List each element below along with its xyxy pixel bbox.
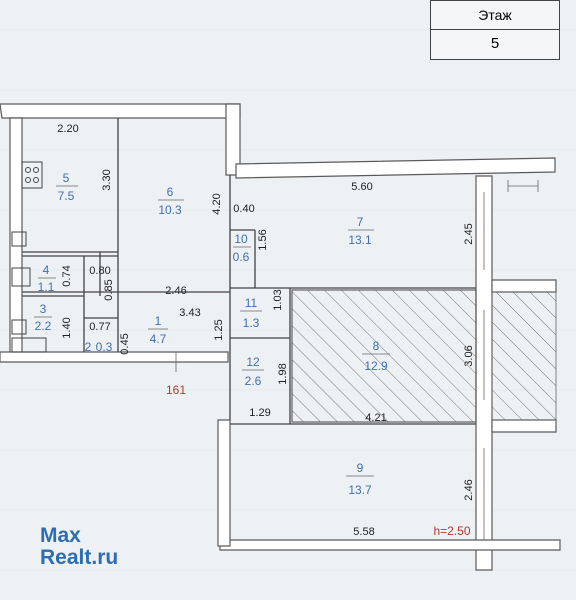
room-9-area: 13.7	[348, 483, 372, 497]
dim-0-85: 0.85	[103, 279, 115, 300]
room-12-area: 2.6	[245, 374, 262, 388]
room-labels: 5 7.5 6 10.3 7 13.1 10 0.6 4 1.1 3 2.2 2…	[34, 171, 390, 497]
dim-3-30: 3.30	[101, 169, 113, 190]
room-8-area: 12.9	[364, 359, 388, 373]
dim-5-58: 5.58	[353, 526, 374, 538]
walls	[0, 103, 561, 571]
dim-4-20: 4.20	[211, 193, 223, 214]
room-5-area: 7.5	[58, 189, 75, 203]
dim-1-29: 1.29	[249, 407, 270, 419]
dim-0-40: 0.40	[233, 203, 254, 215]
room-3-area: 2.2	[35, 319, 52, 333]
dim-1-56: 1.56	[257, 229, 269, 250]
watermark-ru: .ru	[91, 546, 119, 569]
dim-0-45: 0.45	[119, 333, 131, 354]
dim-0-77: 0.77	[89, 321, 110, 333]
corridor-code: 161	[166, 383, 186, 397]
room-6-area: 10.3	[158, 203, 182, 217]
watermark-logo: Max Realt.ru	[40, 525, 118, 569]
room-1-area: 4.7	[150, 332, 167, 346]
room-8-number: 8	[373, 339, 380, 353]
dim-0-74: 0.74	[61, 265, 73, 286]
dim-1-40: 1.40	[61, 317, 73, 338]
room-8-extension	[491, 291, 557, 421]
room-10-area: 0.6	[233, 250, 250, 264]
dim-2-46-b: 2.46	[463, 479, 475, 500]
watermark-line1: Max	[40, 524, 81, 547]
dim-0-80: 0.80	[89, 265, 110, 277]
room-7-number: 7	[357, 215, 364, 229]
room-4-number: 4	[43, 263, 50, 277]
ceiling-height: h=2.50	[433, 524, 470, 538]
room-6-number: 6	[167, 185, 174, 199]
room-12-number: 12	[246, 355, 260, 369]
room-7-area: 13.1	[348, 233, 372, 247]
room-4-area: 1.1	[38, 280, 55, 294]
room-11-number: 11	[245, 296, 258, 310]
dim-2-20: 2.20	[57, 123, 78, 135]
floor-value: 5	[490, 35, 500, 52]
room-10-number: 10	[234, 232, 248, 246]
room-5-number: 5	[63, 171, 70, 185]
dim-1-25: 1.25	[213, 319, 225, 340]
floor-label: Этаж	[431, 1, 559, 30]
dim-4-21: 4.21	[365, 412, 386, 424]
dim-5-60: 5.60	[351, 181, 372, 193]
dim-3-06: 3.06	[463, 345, 475, 366]
fixtures	[11, 161, 47, 353]
partitions	[22, 118, 476, 425]
watermark-line2: Realt.ru	[40, 547, 118, 569]
room-8-hatch	[291, 289, 477, 423]
floor-info-box: Этаж 5	[430, 0, 560, 60]
dim-3-43: 3.43	[179, 307, 200, 319]
window-marks	[483, 180, 539, 540]
room-2-number: 2	[85, 340, 92, 354]
room-1-number: 1	[155, 314, 162, 328]
dim-1-98: 1.98	[277, 363, 289, 384]
dim-1-03: 1.03	[272, 289, 284, 310]
watermark-realt: Realt	[40, 546, 92, 569]
room-9-number: 9	[357, 461, 364, 475]
dim-2-46-a: 2.46	[165, 285, 186, 297]
dim-2-45: 2.45	[463, 223, 475, 244]
room-3-number: 3	[40, 302, 47, 316]
room-11-area: 1.3	[243, 316, 260, 330]
dimension-labels: 2.20 3.30 4.20 5.60 0.40 1.56 2.45 0.74 …	[57, 123, 475, 538]
room-2-area: 0.3	[96, 340, 113, 354]
